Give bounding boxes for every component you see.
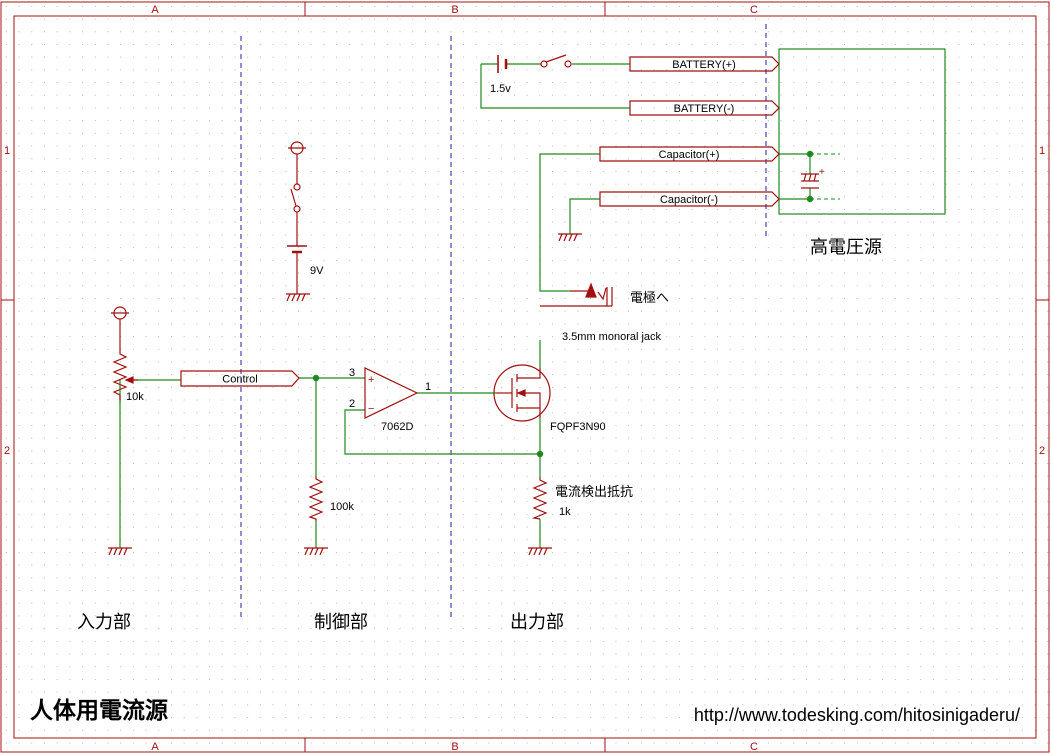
opamp-pin2-label: 2 — [349, 398, 355, 410]
opamp-minus-label: − — [368, 403, 374, 415]
resistor-100k-label: 100k — [330, 501, 354, 513]
ground-icon — [108, 547, 132, 556]
pot-value-label: 10k — [126, 391, 144, 403]
source-url: http://www.todesking.com/hitosinigaderu/ — [694, 705, 1020, 725]
ground-icon — [304, 547, 328, 556]
switch-icon — [290, 183, 301, 246]
frame-row-2-left: 2 — [4, 445, 10, 457]
opamp-icon — [364, 367, 419, 419]
hv-source-box — [778, 48, 946, 215]
frame-col-a-top: A — [151, 4, 159, 16]
net-label-battery-minus-tag — [629, 100, 780, 116]
supply-icon — [111, 306, 129, 350]
battery-icon — [287, 245, 307, 294]
net-label-battery-plus: BATTERY(+) — [672, 59, 735, 71]
potentiometer-icon — [112, 350, 138, 404]
ground-icon — [528, 547, 552, 556]
net-label-capacitor-minus-tag — [599, 191, 780, 207]
net-label-control-tag — [180, 370, 300, 387]
opamp-pin3-label: 3 — [349, 367, 355, 379]
net-label-battery-minus: BATTERY(-) — [674, 103, 735, 115]
opamp-pin1-label: 1 — [425, 381, 431, 393]
section-label-control: 制御部 — [314, 612, 368, 632]
section-label-input: 入力部 — [77, 612, 131, 632]
resistor-icon — [531, 477, 548, 520]
symbols — [108, 54, 819, 556]
net-label-capacitor-plus: Capacitor(+) — [659, 149, 720, 161]
frame-col-a-bottom: A — [151, 741, 159, 753]
net-label-control: Control — [222, 374, 257, 386]
section-label-hv-source: 高電圧源 — [810, 237, 882, 257]
jack-label: 電極へ — [630, 290, 669, 305]
mosfet-part-label: FQPF3N90 — [550, 421, 606, 433]
net-label-battery-plus-tag — [629, 56, 780, 72]
switch-icon — [540, 54, 572, 68]
section-dividers — [240, 24, 767, 620]
wires — [119, 63, 811, 548]
frame-row-1-right: 1 — [1039, 145, 1045, 157]
sense-resistor-value-label: 1k — [559, 506, 571, 518]
junctions — [312, 150, 814, 458]
net-label-capacitor-minus: Capacitor(-) — [660, 194, 718, 206]
frame-col-c-top: C — [750, 4, 758, 16]
supply-icon — [288, 141, 306, 184]
ground-icon — [558, 233, 582, 242]
frame-col-b-top: B — [451, 4, 458, 16]
frame-row-2-right: 2 — [1039, 445, 1045, 457]
frame-col-c-bottom: C — [750, 741, 758, 753]
ground-icon — [286, 293, 310, 302]
capacitor-plus-label: + — [819, 167, 825, 178]
opamp-plus-label: + — [368, 374, 374, 386]
battery-icon — [497, 55, 508, 73]
frame-row-1-left: 1 — [4, 145, 10, 157]
jack-icon — [540, 282, 613, 307]
mosfet-icon — [493, 364, 551, 422]
battery-1v5-label: 1.5v — [490, 83, 511, 95]
opamp-part-label: 7062D — [381, 421, 413, 433]
sense-resistor-label: 電流検出抵抗 — [555, 484, 633, 499]
capacitor-icon — [801, 173, 819, 189]
net-label-capacitor-plus-tag — [599, 146, 780, 162]
diagram-title: 人体用電流源 — [30, 697, 168, 723]
section-label-output: 出力部 — [510, 612, 564, 632]
battery-9v-label: 9V — [310, 265, 324, 277]
resistor-icon — [308, 476, 324, 521]
frame-col-b-bottom: B — [451, 741, 458, 753]
jack-description-label: 3.5mm monoral jack — [562, 331, 662, 343]
